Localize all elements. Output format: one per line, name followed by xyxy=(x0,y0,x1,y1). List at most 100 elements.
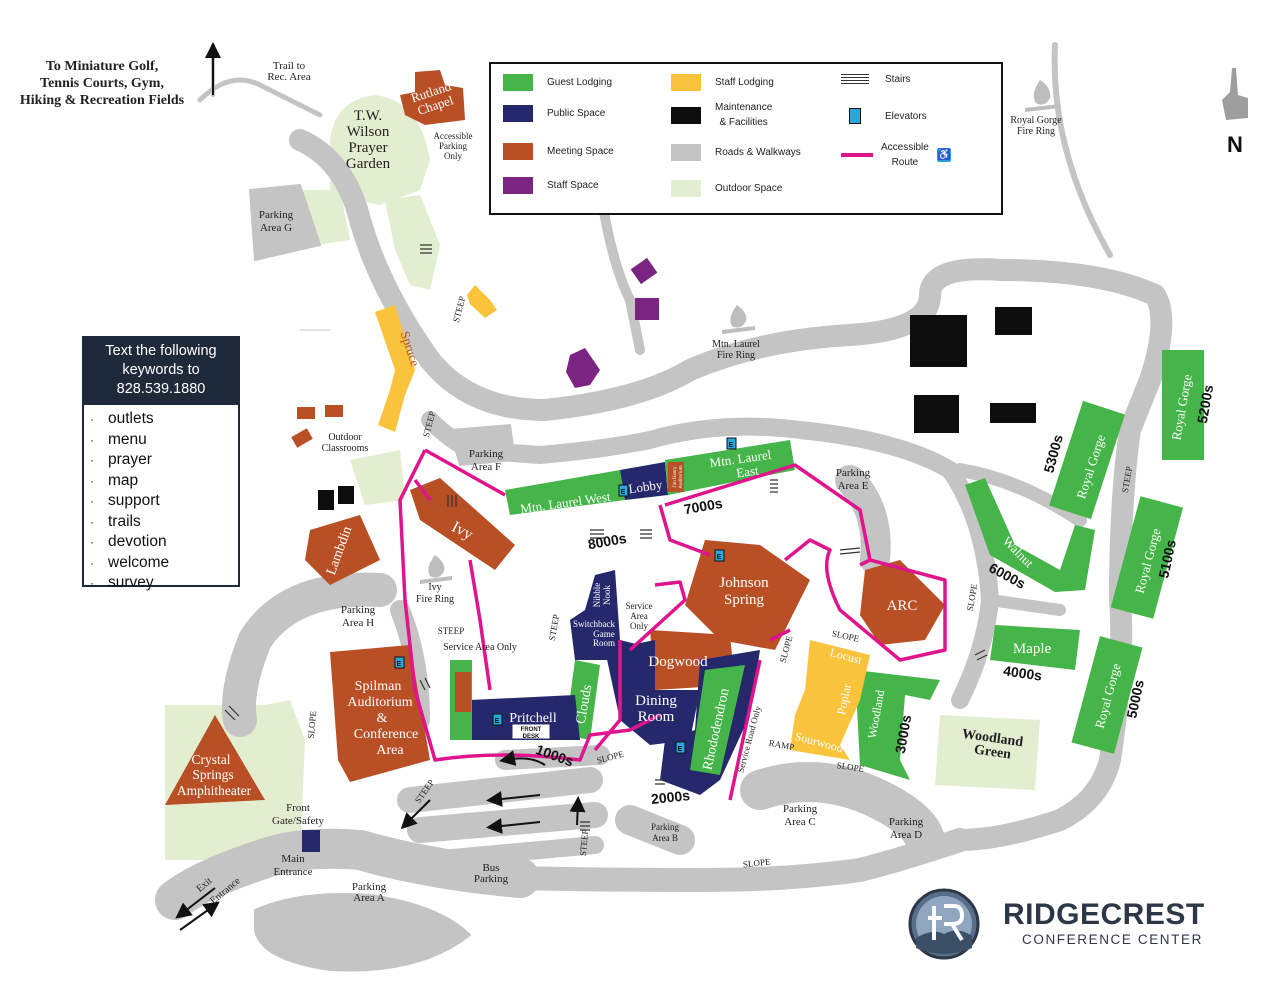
svg-text:Only: Only xyxy=(630,621,649,631)
pointing-hand-icon xyxy=(1222,68,1248,120)
svg-text:Fire Ring: Fire Ring xyxy=(1017,126,1055,137)
keyword-item: ·devotion xyxy=(90,533,167,550)
svg-text:Prayer: Prayer xyxy=(348,140,387,156)
mini-golf-label: To Miniature Golf, Tennis Courts, Gym, H… xyxy=(20,59,185,108)
svg-text:Clouds: Clouds xyxy=(574,684,596,726)
svg-text:Wilson: Wilson xyxy=(347,124,390,140)
svg-text:Main: Main xyxy=(281,853,305,865)
keyword-item: ·trails xyxy=(90,512,141,530)
traffic-arrows xyxy=(175,42,586,931)
locust-poplar-sourwood[interactable] xyxy=(790,640,870,760)
svg-text:Parking: Parking xyxy=(352,881,387,893)
keyword-item: ·welcome xyxy=(90,553,170,571)
compass: N xyxy=(1222,68,1248,157)
lambdin-building[interactable] xyxy=(305,515,380,585)
spilman-building[interactable] xyxy=(330,645,430,782)
svg-text:4000s: 4000s xyxy=(1002,662,1043,683)
spruce-building[interactable] xyxy=(375,305,415,432)
svg-text:Room: Room xyxy=(593,638,615,648)
legend-roads: Roads & Walkways xyxy=(671,144,801,161)
svg-text:E: E xyxy=(495,718,500,725)
johnson-spring-building[interactable] xyxy=(685,540,810,650)
svg-text:2000s: 2000s xyxy=(650,787,691,807)
mtn-laurel-west[interactable] xyxy=(505,470,625,515)
svg-text:E: E xyxy=(397,661,402,668)
svg-text:STEEP: STEEP xyxy=(451,295,468,323)
keyword-item: ·map xyxy=(90,471,139,489)
svg-text:Rec. Area: Rec. Area xyxy=(267,71,310,83)
pritchell-building[interactable] xyxy=(470,695,580,740)
svg-text:T.W.: T.W. xyxy=(354,108,382,124)
jim-henry-auditorium[interactable] xyxy=(668,462,684,492)
mtn-laurel-east[interactable] xyxy=(665,440,795,495)
svg-text:Game: Game xyxy=(593,629,615,639)
svg-text:Poplar: Poplar xyxy=(834,682,854,716)
svg-text:Fire Ring: Fire Ring xyxy=(416,594,454,605)
fire-ring-icons xyxy=(420,80,1060,584)
maple-building[interactable] xyxy=(990,625,1080,670)
svg-text:STEEP: STEEP xyxy=(1120,466,1134,494)
svg-text:To Miniature Golf,: To Miniature Golf, xyxy=(46,59,158,74)
elevator-icon xyxy=(849,108,861,124)
compass-letter: N xyxy=(1227,132,1243,157)
crystal-springs-amphitheater[interactable] xyxy=(165,715,265,805)
svg-text:Auditorium: Auditorium xyxy=(679,465,684,488)
svg-text:3000s: 3000s xyxy=(892,713,915,754)
woodland-building[interactable] xyxy=(855,670,940,780)
svg-text:SLOPE: SLOPE xyxy=(965,583,980,612)
svg-text:Parking: Parking xyxy=(474,873,509,885)
ivy-building[interactable] xyxy=(410,478,515,570)
svg-text:Room: Room xyxy=(638,709,675,725)
svg-text:Area G: Area G xyxy=(260,222,292,234)
svg-text:Area E: Area E xyxy=(838,480,869,492)
legend-public-space: Public Space xyxy=(503,105,605,122)
legend-staff-lodging: Staff Lodging xyxy=(671,74,774,91)
svg-text:Springs: Springs xyxy=(192,767,233,782)
svg-text:Fire Ring: Fire Ring xyxy=(717,350,755,361)
svg-text:Switchback: Switchback xyxy=(573,619,615,629)
svg-text:Dogwood: Dogwood xyxy=(648,654,708,670)
svg-text:FRONT: FRONT xyxy=(521,727,542,733)
svg-text:5000s: 5000s xyxy=(1123,678,1147,720)
royal-gorge-buildings[interactable] xyxy=(1049,350,1204,754)
svg-text:Amphitheater: Amphitheater xyxy=(177,783,252,798)
arc-building[interactable] xyxy=(860,560,945,645)
lobby-building[interactable] xyxy=(620,462,668,500)
map-legend: Guest Lodging Public Space Meeting Space… xyxy=(489,62,1003,215)
svg-text:Maple: Maple xyxy=(1013,641,1052,657)
svg-text:Area A: Area A xyxy=(353,892,385,904)
dining-room-building[interactable] xyxy=(605,640,700,745)
svg-text:Area C: Area C xyxy=(784,816,815,828)
svg-text:SLOPE: SLOPE xyxy=(742,857,771,870)
svg-text:Jim Henry: Jim Henry xyxy=(673,466,678,487)
svg-text:ARC: ARC xyxy=(887,598,918,614)
svg-text:SLOPE: SLOPE xyxy=(831,628,860,644)
svg-text:Parking: Parking xyxy=(439,141,467,151)
svg-text:Tennis Courts, Gym,: Tennis Courts, Gym, xyxy=(40,76,164,91)
svg-text:Spilman: Spilman xyxy=(355,679,402,694)
wheelchair-icon: ♿ xyxy=(936,148,951,162)
keyword-list: ·outlets ·menu ·prayer ·map ·support ·tr… xyxy=(84,405,238,594)
rutland-chapel[interactable] xyxy=(400,70,465,125)
ridgecrest-logo-icon xyxy=(908,888,980,960)
svg-text:Area: Area xyxy=(630,611,648,621)
staff-space-buildings[interactable] xyxy=(566,257,659,388)
nibble-nook-switchback[interactable] xyxy=(570,570,640,660)
keyword-item: ·support xyxy=(90,492,160,509)
maintenance-buildings[interactable] xyxy=(318,307,1036,510)
staff-lodging-small[interactable] xyxy=(467,285,497,318)
walnut-building[interactable] xyxy=(965,478,1095,592)
text-phone-number: 828.539.1880 xyxy=(116,381,206,397)
svg-text:E: E xyxy=(729,442,734,449)
svg-text:Nibble: Nibble xyxy=(592,583,602,608)
svg-text:Parking: Parking xyxy=(836,467,871,479)
elevator-icons xyxy=(394,437,737,754)
svg-text:Dining: Dining xyxy=(635,693,677,709)
svg-text:7000s: 7000s xyxy=(683,495,724,518)
front-gate-building[interactable] xyxy=(302,830,320,852)
svg-text:Auditorium: Auditorium xyxy=(347,695,412,710)
svg-text:Front: Front xyxy=(286,802,310,814)
outdoor-classroom-buildings[interactable] xyxy=(291,405,343,448)
